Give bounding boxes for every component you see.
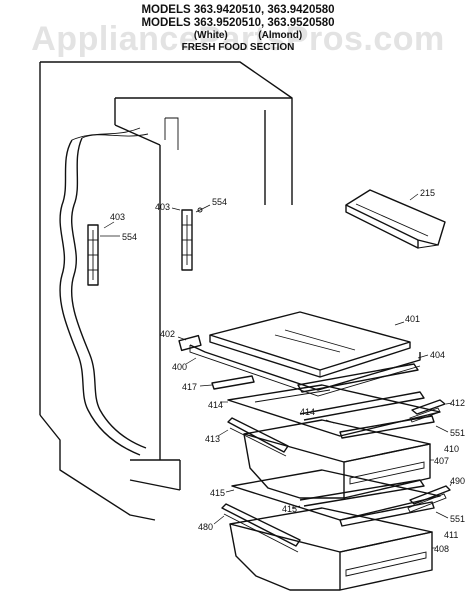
label-554-right: 554 bbox=[212, 197, 227, 207]
shelf-support-left bbox=[87, 221, 120, 286]
trim-417 bbox=[199, 375, 255, 390]
models-line-2: MODELS 363.9520510, 363.9520580 bbox=[141, 17, 335, 29]
label-410: 410 bbox=[444, 444, 459, 454]
label-415-left: 415 bbox=[210, 488, 225, 498]
label-403-left: 403 bbox=[110, 212, 125, 222]
label-400: 400 bbox=[172, 362, 187, 372]
label-411: 411 bbox=[444, 530, 458, 540]
models-line-1: MODELS 363.9420510, 363.9420580 bbox=[141, 4, 335, 16]
label-408: 408 bbox=[434, 544, 449, 554]
front-trim-411 bbox=[339, 501, 449, 527]
label-215: 215 bbox=[420, 188, 435, 198]
front-trim-410 bbox=[339, 415, 449, 439]
trim-404 bbox=[297, 354, 429, 393]
label-417: 417 bbox=[182, 382, 197, 392]
label-403-right: 403 bbox=[155, 202, 170, 212]
label-415-right: 415 bbox=[282, 504, 297, 514]
crisper-drawer-408 bbox=[229, 507, 436, 591]
watermark: AppliancePartsPros.com bbox=[31, 20, 445, 58]
label-407: 407 bbox=[434, 456, 449, 466]
section-title: FRESH FOOD SECTION bbox=[181, 42, 295, 53]
slide-rail-480 bbox=[213, 503, 301, 553]
cabinet-liner bbox=[39, 61, 293, 521]
label-413: 413 bbox=[205, 434, 220, 444]
label-402: 402 bbox=[160, 329, 175, 339]
dairy-bin-215 bbox=[345, 189, 446, 249]
slide-rail-490 bbox=[407, 481, 453, 513]
label-404: 404 bbox=[430, 350, 445, 360]
slide-rail-412 bbox=[409, 399, 453, 423]
label-414-right: 414 bbox=[300, 407, 315, 417]
label-412: 412 bbox=[450, 398, 465, 408]
gasket-seal bbox=[59, 127, 149, 456]
crisper-drawer-407 bbox=[243, 419, 434, 499]
color-variants: (White) (Almond) bbox=[193, 30, 303, 41]
label-551-upper: 551 bbox=[450, 428, 465, 438]
glass-shelf-401 bbox=[209, 311, 411, 378]
label-480: 480 bbox=[198, 522, 213, 532]
label-401: 401 bbox=[405, 314, 420, 324]
label-414-left: 414 bbox=[208, 400, 223, 410]
label-554-left: 554 bbox=[122, 232, 137, 242]
label-551-lower: 551 bbox=[450, 514, 465, 524]
label-490: 490 bbox=[450, 476, 465, 486]
shelf-support-right bbox=[171, 204, 211, 271]
